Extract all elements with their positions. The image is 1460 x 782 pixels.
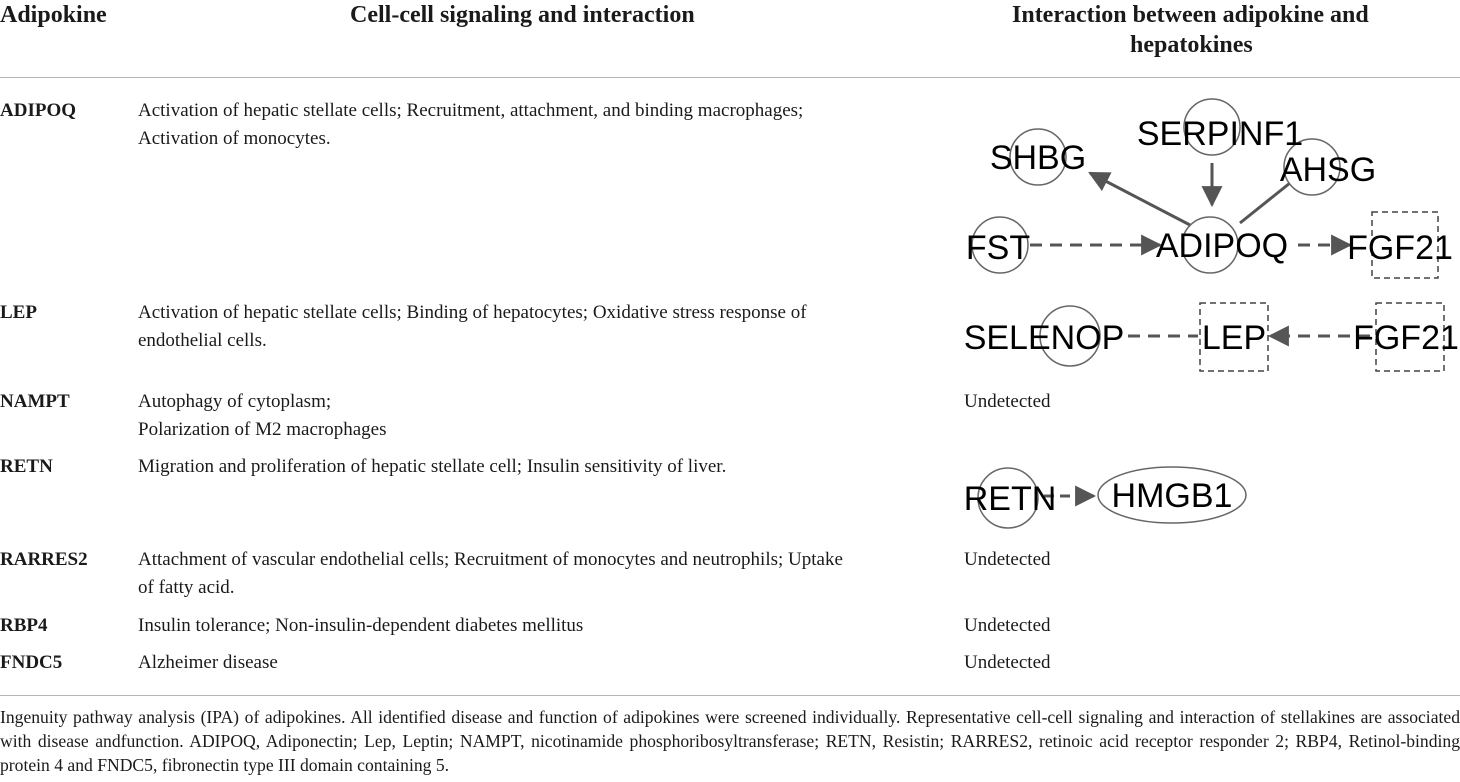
row-desc-fndc5: Alzheimer disease: [138, 649, 938, 677]
edge-adipoq-shbg: [1088, 171, 1191, 227]
node-ahsg-circle: [1283, 138, 1341, 196]
row-desc-lep: Activation of hepatic stellate cells; Bi…: [138, 299, 938, 355]
node-label: AHSG: [1280, 151, 1376, 189]
edge-adipoq-ahsg: [1239, 181, 1291, 225]
desc-line: endothelial cells.: [138, 330, 267, 351]
row-desc-nampt: Autophagy of cytoplasm; Polarization of …: [138, 388, 938, 444]
node-label: FGF21: [1353, 319, 1458, 357]
row-gene-fndc5: FNDC5: [0, 652, 63, 673]
node-lep-box: [1199, 302, 1269, 372]
network-adipoq: SHBG SERPINF1 AHSG FST ADIPOQ FGF21: [966, 98, 1453, 279]
node-fgf21-box: [1375, 302, 1445, 372]
node-shbg-circle: [1009, 128, 1067, 186]
row-gene-nampt: NAMPT: [0, 391, 70, 412]
header-adipokine: Adipokine: [0, 2, 107, 28]
row-interaction-rbp4: Undetected: [964, 615, 1051, 636]
row-desc-retn: Migration and proliferation of hepatic s…: [138, 453, 938, 481]
row-desc-adipoq: Activation of hepatic stellate cells; Re…: [138, 97, 938, 153]
header-rule: [0, 77, 1460, 78]
node-hmgb1-ellipse: [1097, 466, 1247, 524]
desc-line: Activation of monocytes.: [138, 128, 331, 149]
desc-line: of fatty acid.: [138, 577, 235, 598]
desc-line: Migration and proliferation of hepatic s…: [138, 456, 727, 477]
node-label: RETN: [964, 480, 1057, 518]
row-gene-lep: LEP: [0, 302, 37, 323]
row-gene-adipoq: ADIPOQ: [0, 100, 76, 121]
desc-line: Insulin tolerance; Non-insulin-dependent…: [138, 615, 584, 636]
desc-line: Attachment of vascular endothelial cells…: [138, 549, 843, 570]
header-interaction-line2: hepatokines: [1130, 32, 1253, 58]
desc-line: Polarization of M2 macrophages: [138, 419, 387, 440]
desc-line: Activation of hepatic stellate cells; Re…: [138, 100, 804, 121]
row-interaction-fndc5: Undetected: [964, 652, 1051, 673]
row-desc-rbp4: Insulin tolerance; Non-insulin-dependent…: [138, 612, 938, 640]
desc-line: Autophagy of cytoplasm;: [138, 391, 332, 412]
desc-line: Activation of hepatic stellate cells; Bi…: [138, 302, 807, 323]
node-label: SHBG: [990, 139, 1086, 177]
header-signaling: Cell-cell signaling and interaction: [350, 2, 695, 28]
header-interaction-line1: Interaction between adipokine and: [1012, 2, 1369, 28]
network-lep: SELENOP LEP FGF21: [964, 302, 1458, 372]
row-interaction-rarres2: Undetected: [964, 549, 1051, 570]
desc-line: Alzheimer disease: [138, 652, 278, 673]
row-interaction-nampt: Undetected: [964, 391, 1051, 412]
node-adipoq-circle: [1181, 216, 1239, 274]
network-retn: RETN HMGB1: [964, 466, 1247, 529]
node-label: HMGB1: [1112, 477, 1233, 515]
table-footnote: Ingenuity pathway analysis (IPA) of adip…: [0, 707, 1460, 775]
node-fst-circle: [971, 216, 1029, 274]
row-gene-rarres2: RARRES2: [0, 549, 88, 570]
node-selenop-circle: [1039, 305, 1101, 367]
header-interaction: Interaction between adipokine and hepato…: [1012, 0, 1432, 60]
node-label: SELENOP: [964, 319, 1125, 357]
node-label: FST: [966, 229, 1030, 267]
node-fgf21-box: [1371, 211, 1439, 279]
node-label: ADIPOQ: [1156, 227, 1288, 265]
node-label: FGF21: [1347, 229, 1453, 267]
node-label: LEP: [1202, 319, 1266, 357]
node-serpinf1-circle: [1183, 98, 1241, 156]
row-gene-rbp4: RBP4: [0, 615, 48, 636]
row-desc-rarres2: Attachment of vascular endothelial cells…: [138, 546, 938, 602]
node-retn-circle: [977, 467, 1039, 529]
row-gene-retn: RETN: [0, 456, 53, 477]
node-label: SERPINF1: [1137, 115, 1303, 153]
bottom-rule: [0, 695, 1460, 696]
